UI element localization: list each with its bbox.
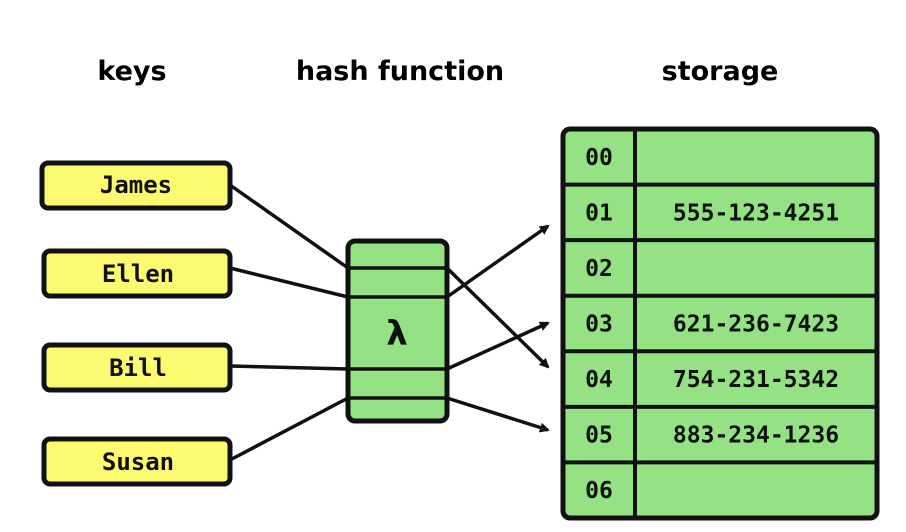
storage-index: 06: [585, 478, 613, 504]
key-label: Ellen: [102, 260, 174, 288]
storage-row: 04 754-231-5342: [563, 349, 877, 393]
lambda-icon: λ: [386, 314, 408, 354]
storage-index: 04: [585, 367, 613, 393]
key-box-james: James: [39, 160, 233, 211]
hash-function-box: λ: [345, 238, 450, 424]
storage-row: 02: [563, 238, 877, 282]
key-box-bill: Bill: [41, 342, 233, 393]
key-label: Susan: [102, 448, 174, 476]
storage-row: 06: [563, 460, 877, 504]
storage-index: 00: [585, 145, 613, 171]
connector-ellen: [229, 266, 349, 299]
storage-value: 621-236-7423: [673, 312, 839, 338]
keys-heading: keys: [97, 56, 166, 87]
connector-james: [228, 183, 350, 270]
key-label: James: [100, 171, 172, 199]
input-connectors: [228, 183, 350, 462]
connector-bill: [229, 364, 349, 371]
storage-heading: storage: [662, 56, 779, 87]
connector-susan: [229, 396, 349, 462]
storage-row: 01 555-123-4251: [563, 182, 877, 226]
arrow-to-bucket-01: [445, 224, 550, 299]
storage-row: 00: [585, 145, 613, 171]
arrow-to-bucket-05: [446, 396, 550, 433]
storage-value: 555-123-4251: [673, 200, 839, 226]
arrow-to-bucket-04: [445, 266, 550, 369]
output-arrows: [445, 224, 550, 433]
hash-function-heading: hash function: [296, 56, 504, 87]
storage-row: 03 621-236-7423: [563, 293, 877, 338]
storage-table: 00 01 555-123-4251 02 03 621-236-7423 04 754-23…: [560, 126, 880, 521]
storage-index: 01: [585, 200, 613, 226]
arrow-to-bucket-03: [446, 321, 550, 371]
key-box-ellen: Ellen: [41, 248, 233, 299]
storage-index: 02: [585, 256, 613, 282]
storage-index: 05: [585, 423, 613, 449]
key-label: Bill: [109, 354, 167, 382]
key-box-susan: Susan: [41, 436, 233, 487]
storage-value: 883-234-1236: [673, 423, 839, 449]
storage-index: 03: [585, 312, 613, 338]
storage-value: 754-231-5342: [673, 367, 839, 393]
storage-row: 05 883-234-1236: [563, 404, 877, 449]
